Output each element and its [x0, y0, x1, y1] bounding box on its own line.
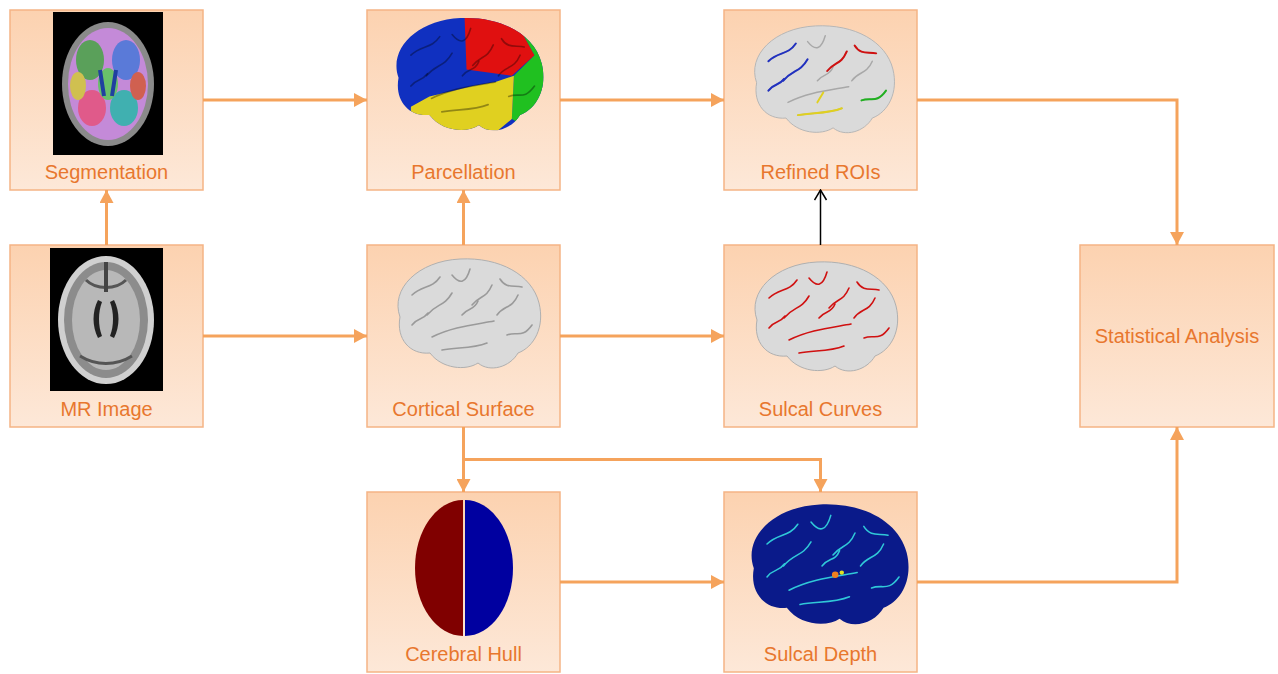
flow-arrow — [203, 335, 367, 338]
segmentation-image-part — [68, 28, 148, 140]
cortical-surface-brain — [398, 259, 541, 368]
refined-rois-brain-part — [768, 36, 886, 115]
box-label: Cerebral Hull — [405, 642, 522, 666]
process-box: Segmentation — [10, 10, 203, 190]
parcellation-brain-part — [380, 14, 555, 143]
parcellation-brain — [380, 14, 555, 143]
box-label: Sulcal Depth — [764, 642, 877, 666]
segmentation-image-part — [98, 68, 118, 100]
segmentation-image-part — [53, 12, 163, 155]
box-backgrounds-part — [10, 245, 203, 427]
sulcal-depth-brain-part — [752, 504, 909, 624]
flow-arrow — [560, 99, 724, 102]
box-label: Parcellation — [411, 160, 516, 184]
flow-arrow — [820, 190, 822, 245]
process-box: MR Image — [10, 245, 203, 427]
mr-image-part — [58, 256, 154, 384]
segmentation-image-part — [130, 72, 146, 100]
segmentation-image — [53, 12, 163, 155]
process-box: Refined ROIs — [724, 10, 917, 190]
sulcal-depth-brain — [752, 504, 909, 624]
parcellation-brain-part — [411, 28, 535, 111]
refined-rois-brain-part-part — [862, 91, 887, 101]
box-label: Statistical Analysis — [1095, 324, 1260, 348]
cortical-surface-brain-part — [412, 269, 532, 350]
flow-arrow — [105, 190, 108, 245]
box-backgrounds-part — [367, 245, 560, 427]
refined-rois-brain-part-part — [855, 46, 877, 54]
sulcal-curves-brain — [755, 262, 898, 371]
box-backgrounds-part — [1080, 245, 1274, 427]
box-backgrounds-part — [367, 492, 560, 672]
mr-image-part — [94, 300, 103, 338]
box-label: Cortical Surface — [392, 397, 534, 421]
mr-image-part — [110, 300, 119, 338]
sulcal-depth-brain-part — [832, 572, 839, 579]
refined-rois-brain — [755, 26, 895, 133]
sulcal-curves-brain-part — [755, 262, 898, 371]
process-box: Sulcal Curves — [724, 245, 917, 427]
refined-rois-brain-part-part — [827, 51, 847, 71]
sulcal-depth-brain-part — [767, 515, 899, 604]
process-box: Cerebral Hull — [367, 492, 560, 672]
cerebral-hull — [415, 500, 513, 636]
segmentation-image-part — [100, 70, 116, 96]
segmentation-image-part — [70, 72, 86, 100]
cerebral-hull-part — [465, 500, 513, 636]
mr-image-part — [64, 262, 148, 378]
flow-arrow — [203, 99, 367, 102]
flow-arrow — [560, 581, 724, 584]
box-backgrounds-part — [10, 10, 203, 190]
process-box: Sulcal Depth — [724, 492, 917, 672]
box-backgrounds-part — [367, 10, 560, 190]
refined-rois-brain-part-part — [768, 79, 784, 91]
cerebral-hull-part — [415, 500, 463, 636]
box-label: Refined ROIs — [760, 160, 880, 184]
refined-rois-brain-part — [755, 26, 895, 133]
process-box: Parcellation — [367, 10, 560, 190]
refined-rois-brain-part-part — [798, 108, 842, 115]
refined-rois-brain-part-part — [768, 44, 795, 62]
parcellation-brain-part-part — [512, 14, 555, 143]
flow-arrow — [462, 190, 465, 245]
box-backgrounds-part — [724, 492, 917, 672]
flow-arrow — [560, 335, 724, 338]
flow-arrow — [464, 427, 821, 492]
cortical-surface-brain-part — [398, 259, 541, 368]
flow-arrow — [917, 427, 1177, 582]
box-backgrounds — [10, 10, 1274, 672]
box-label: Sulcal Curves — [759, 397, 882, 421]
refined-rois-brain-part — [768, 44, 886, 116]
refined-rois-brain-part-part — [783, 59, 808, 81]
box-label: Segmentation — [45, 160, 168, 184]
mr-image-part — [80, 280, 132, 364]
parcellation-brain-part-part — [380, 14, 555, 143]
segmentation-image-part — [62, 22, 154, 146]
sulcal-depth-brain-part — [840, 570, 844, 574]
mr-image-part — [104, 262, 108, 292]
process-box: Cortical Surface — [367, 245, 560, 427]
process-box: Statistical Analysis — [1080, 245, 1274, 427]
mr-image — [50, 248, 163, 391]
box-backgrounds-part — [724, 10, 917, 190]
mr-image-part — [50, 248, 163, 391]
refined-rois-brain-part-part — [817, 93, 823, 103]
flow-arrow — [917, 100, 1177, 245]
sulcal-curves-brain-part — [769, 272, 889, 353]
box-backgrounds-part — [724, 245, 917, 427]
box-label: MR Image — [60, 397, 152, 421]
